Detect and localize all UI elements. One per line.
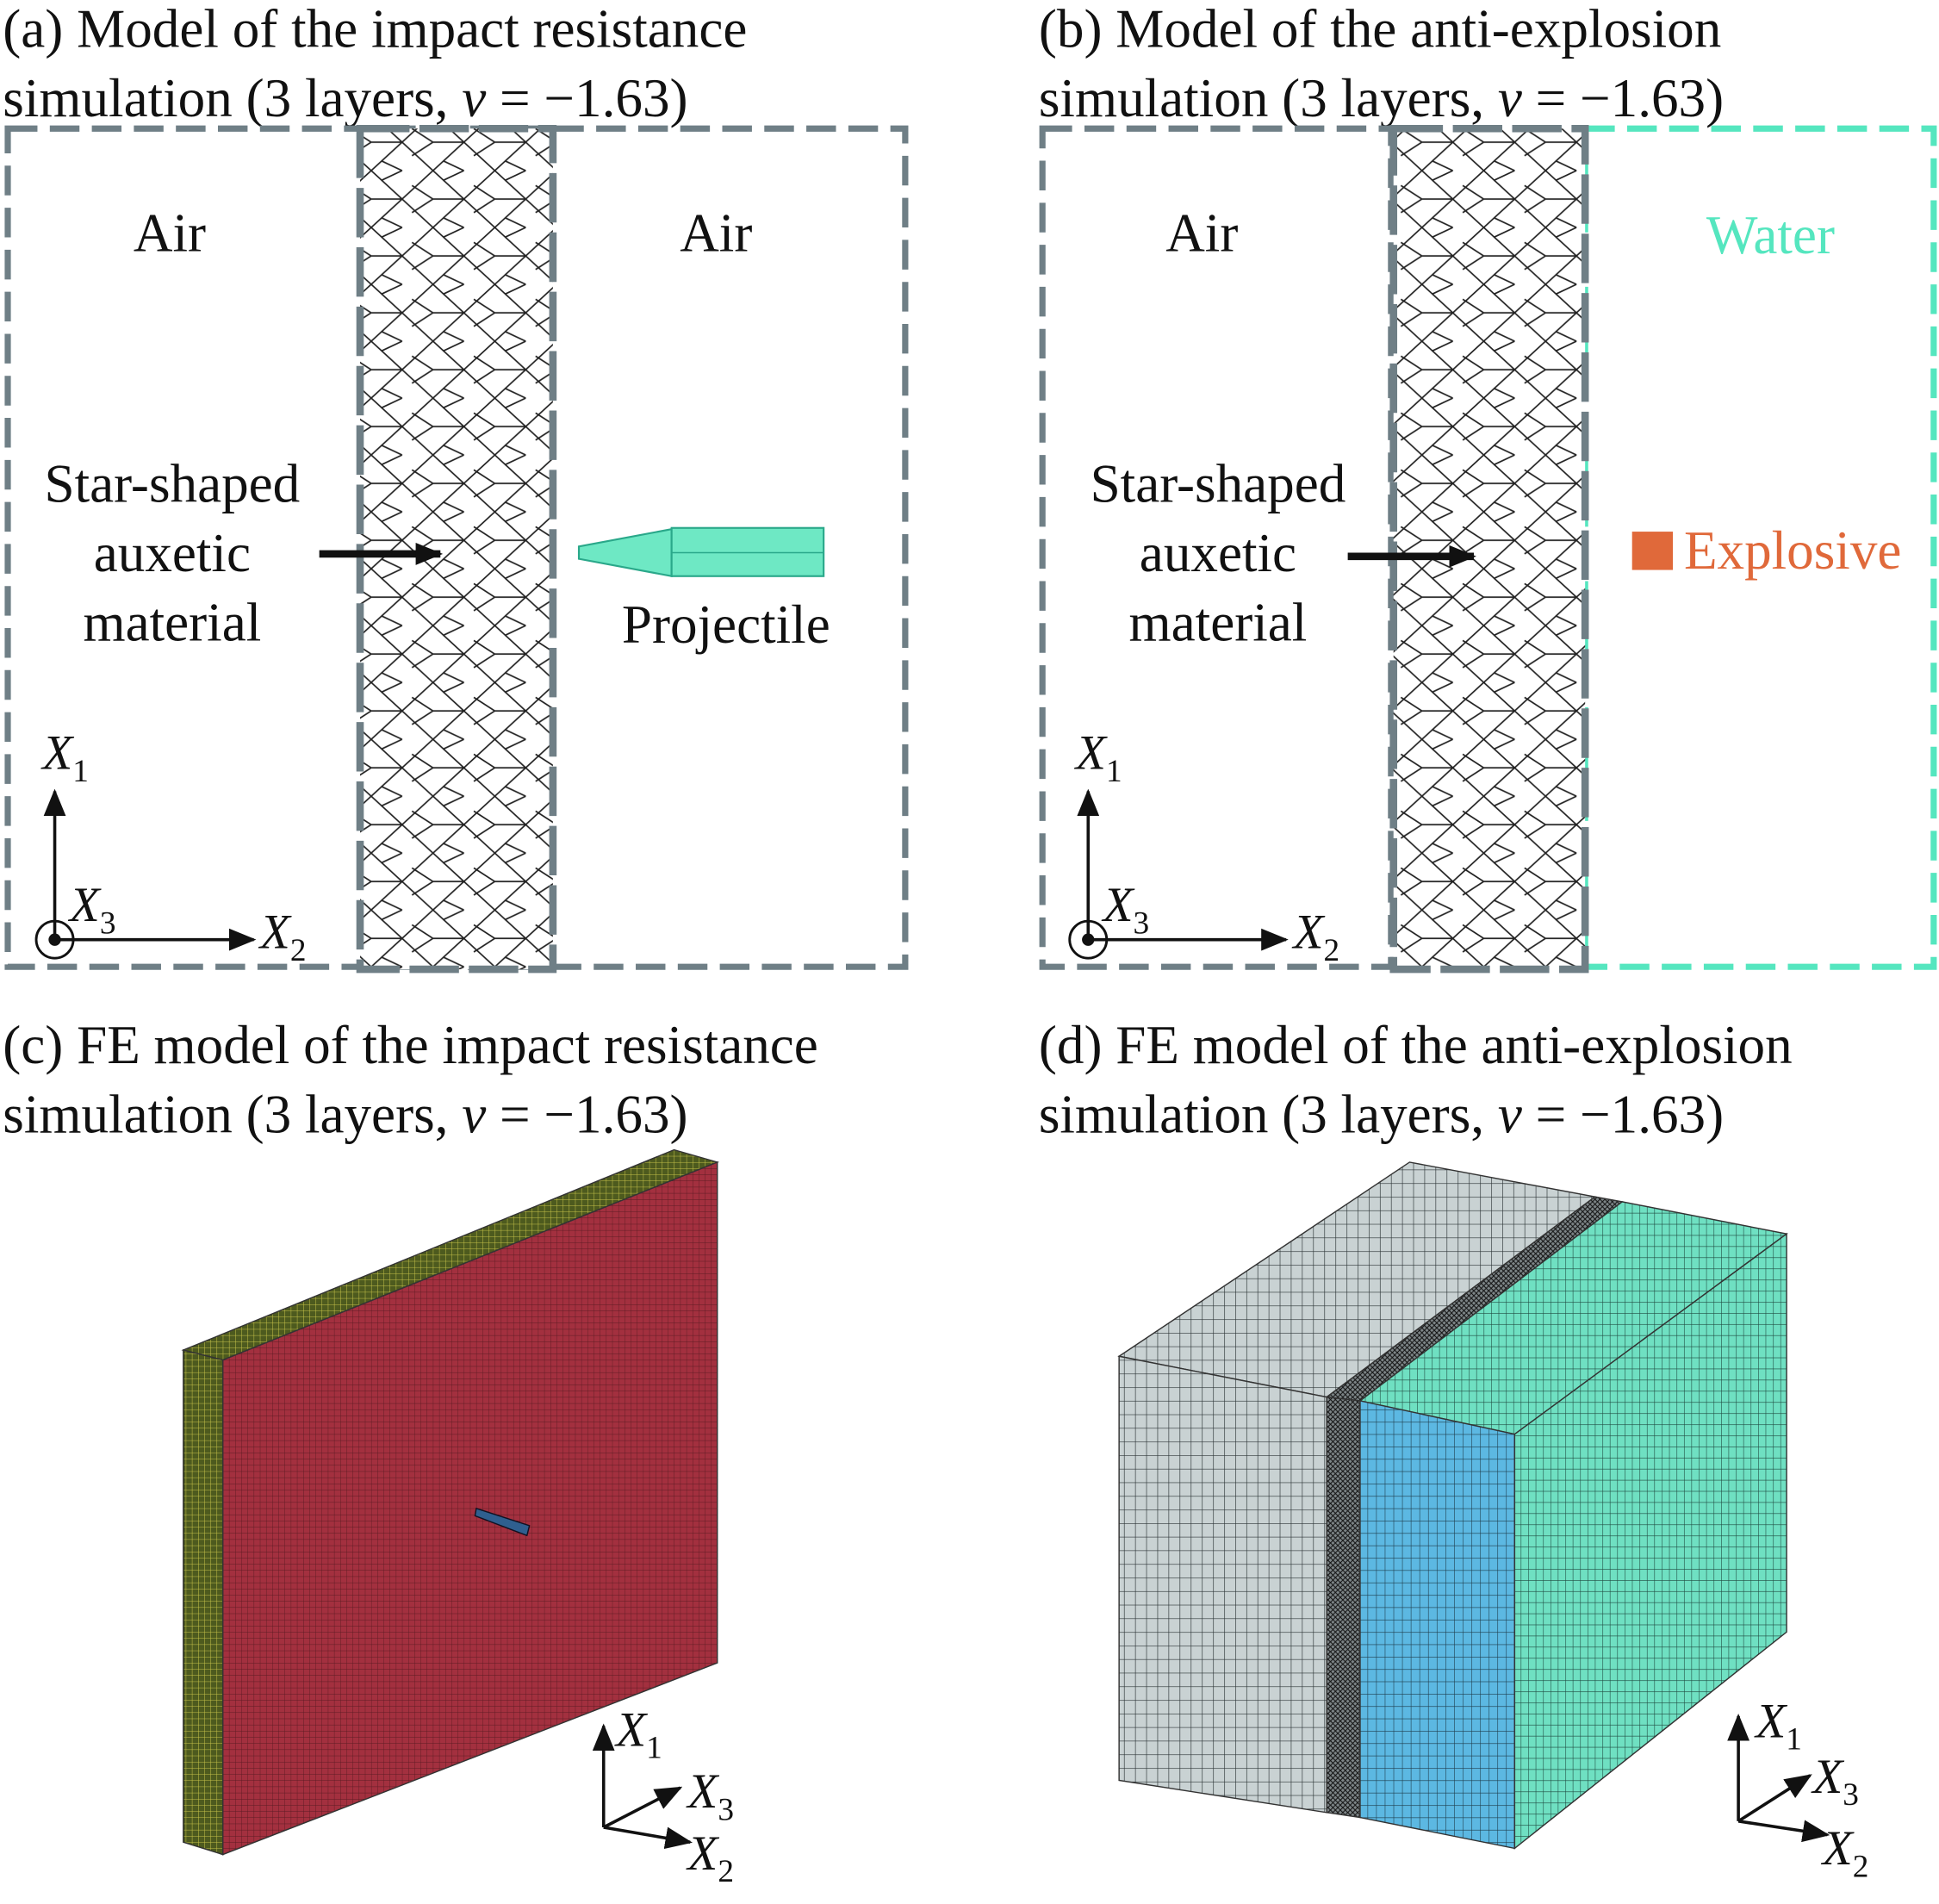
panel-side-face [183, 1349, 224, 1856]
explosive-label: Explosive [1684, 520, 1901, 581]
axis-x3-label: X3 [1101, 878, 1149, 941]
coordinate-axes-b: X1 X3 X2 [1068, 726, 1339, 968]
axis-x2-label: X2 [1821, 1821, 1869, 1884]
air-label-left: Air [134, 202, 206, 263]
air-label: Air [1165, 202, 1238, 263]
panel-b-title-line2: simulation (3 layers, v = −1.63) [1039, 68, 1724, 128]
coordinate-axes-c: X1 X3 X2 [592, 1702, 734, 1889]
panel-d-title-line1: (d) FE model of the anti-explosion [1039, 1015, 1793, 1075]
water-label: Water [1706, 205, 1835, 265]
fe-projectile [474, 1507, 531, 1537]
panel-d: (d) FE model of the anti-explosion simul… [1039, 1015, 1869, 1884]
coordinate-axes-d: X1 X3 X2 [1727, 1694, 1869, 1884]
axis-x2-label: X2 [258, 905, 307, 968]
axis-x3-label: X3 [68, 878, 116, 941]
air-label-right: Air [680, 202, 752, 263]
panel-b-title-line1: (b) Model of the anti-explosion [1039, 0, 1721, 59]
projectile-shape [577, 526, 825, 578]
panel-a-title-line2: simulation (3 layers, v = −1.63) [3, 68, 687, 128]
axis-x1-label: X1 [1074, 726, 1122, 789]
coordinate-axes-a: X1 X3 X2 [34, 726, 307, 968]
auxetic-lattice [1389, 124, 1589, 974]
axis-x3-label: X3 [1811, 1750, 1859, 1813]
panel-c: (c) FE model of the impact resistance si… [3, 1015, 818, 1889]
explosive-mesh-front [1359, 1400, 1516, 1850]
panel-d-title-line2: simulation (3 layers, v = −1.63) [1039, 1085, 1724, 1145]
axis-x2-label: X2 [686, 1826, 734, 1889]
axis-x1-label: X1 [40, 726, 89, 789]
material-label-2: auxetic [1140, 523, 1296, 583]
projectile-label: Projectile [622, 594, 830, 655]
water-mesh-side [1513, 1232, 1787, 1850]
material-label-3: material [1129, 592, 1308, 652]
lattice-mesh-front [1326, 1396, 1361, 1819]
panel-a: (a) Model of the impact resistance simul… [3, 0, 909, 974]
fe-domain-box [1117, 1161, 1788, 1850]
auxetic-lattice [356, 124, 557, 974]
material-label-3: material [83, 592, 261, 652]
explosive-marker [1631, 532, 1674, 570]
material-label-1: Star-shaped [45, 454, 301, 514]
axis-x1-label: X1 [614, 1702, 662, 1765]
panel-b: (b) Model of the anti-explosion simulati… [1039, 0, 1937, 974]
material-label-1: Star-shaped [1091, 454, 1346, 514]
panel-a-title-line1: (a) Model of the impact resistance [3, 0, 747, 59]
panel-front-face [222, 1160, 718, 1856]
axis-x1-label: X1 [1754, 1694, 1802, 1757]
panel-c-title-line2: simulation (3 layers, v = −1.63) [3, 1085, 687, 1145]
fe-auxetic-panel [181, 1148, 719, 1856]
panel-c-title-line1: (c) FE model of the impact resistance [3, 1015, 818, 1075]
material-label-2: auxetic [94, 523, 251, 583]
air-mesh-front [1118, 1355, 1327, 1814]
axis-x3-label: X3 [686, 1764, 734, 1827]
axis-x2-label: X2 [1291, 905, 1339, 968]
